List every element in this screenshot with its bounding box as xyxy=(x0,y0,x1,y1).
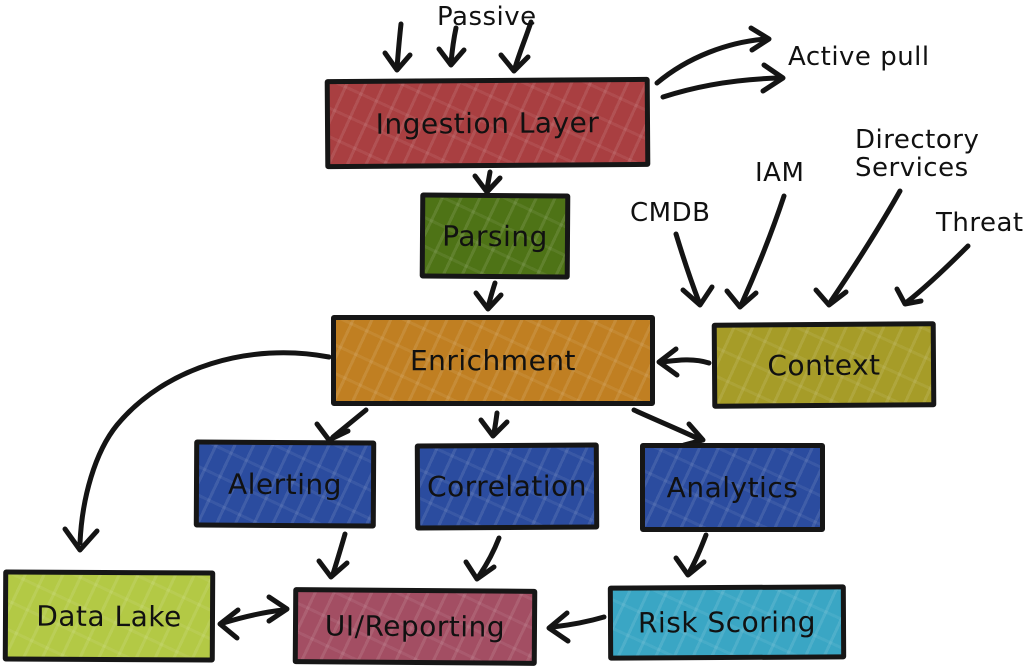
edge-cmdb-to-context xyxy=(673,231,715,308)
node-enrichment: Enrichment xyxy=(331,315,655,406)
node-alerting: Alerting xyxy=(193,439,377,529)
edge-iam-to-context xyxy=(724,193,787,310)
annotation-directory-services: Directory Services xyxy=(855,125,980,184)
node-alerting-label: Alerting xyxy=(227,467,343,501)
node-risk-scoring-label: Risk Scoring xyxy=(637,605,817,640)
edge-passive-to-ingestion-2 xyxy=(436,25,467,68)
node-ui-reporting-label: UI/Reporting xyxy=(324,609,506,644)
node-parsing: Parsing xyxy=(419,192,571,280)
edge-threat-to-context xyxy=(894,243,971,307)
edge-enrichment-to-correlation xyxy=(478,410,510,439)
node-context-label: Context xyxy=(767,348,881,382)
node-context: Context xyxy=(711,321,937,409)
annotation-active-pull: Active pull xyxy=(788,42,930,72)
edge-ingestion-to-parsing xyxy=(472,169,503,195)
node-ingestion-layer: Ingestion Layer xyxy=(324,76,651,170)
node-analytics-label: Analytics xyxy=(666,471,799,504)
edge-ui-reporting-data-lake-bidirectional xyxy=(217,594,290,641)
edge-alerting-to-ui-reporting xyxy=(316,531,350,580)
node-correlation-label: Correlation xyxy=(426,469,588,504)
edge-ingestion-to-active-pull-1 xyxy=(654,25,772,86)
node-data-lake-label: Data Lake xyxy=(36,599,182,633)
edge-analytics-to-risk-scoring xyxy=(673,532,709,578)
node-ingestion-layer-label: Ingestion Layer xyxy=(375,105,600,141)
edge-ingestion-to-active-pull-2 xyxy=(660,62,786,100)
node-analytics: Analytics xyxy=(640,443,825,532)
annotation-iam: IAM xyxy=(755,158,805,188)
edge-parsing-to-enrichment xyxy=(473,280,504,312)
annotation-cmdb: CMDB xyxy=(630,198,711,228)
node-parsing-label: Parsing xyxy=(442,219,548,253)
node-ui-reporting: UI/Reporting xyxy=(292,587,538,666)
node-risk-scoring: Risk Scoring xyxy=(607,584,847,661)
edge-enrichment-to-analytics xyxy=(631,407,706,448)
node-correlation: Correlation xyxy=(414,442,600,531)
node-data-lake: Data Lake xyxy=(2,569,216,663)
edge-context-to-enrichment xyxy=(656,346,712,378)
edge-risk-scoring-to-ui-reporting xyxy=(546,610,607,644)
edge-enrichment-to-alerting xyxy=(314,407,369,443)
node-enrichment-label: Enrichment xyxy=(409,344,577,377)
edge-directory-services-to-context xyxy=(813,188,903,308)
annotation-passive: Passive xyxy=(437,2,537,32)
annotation-threat: Threat xyxy=(936,208,1024,238)
edge-correlation-to-ui-reporting xyxy=(463,535,502,582)
edge-passive-to-ingestion-1 xyxy=(382,21,413,73)
